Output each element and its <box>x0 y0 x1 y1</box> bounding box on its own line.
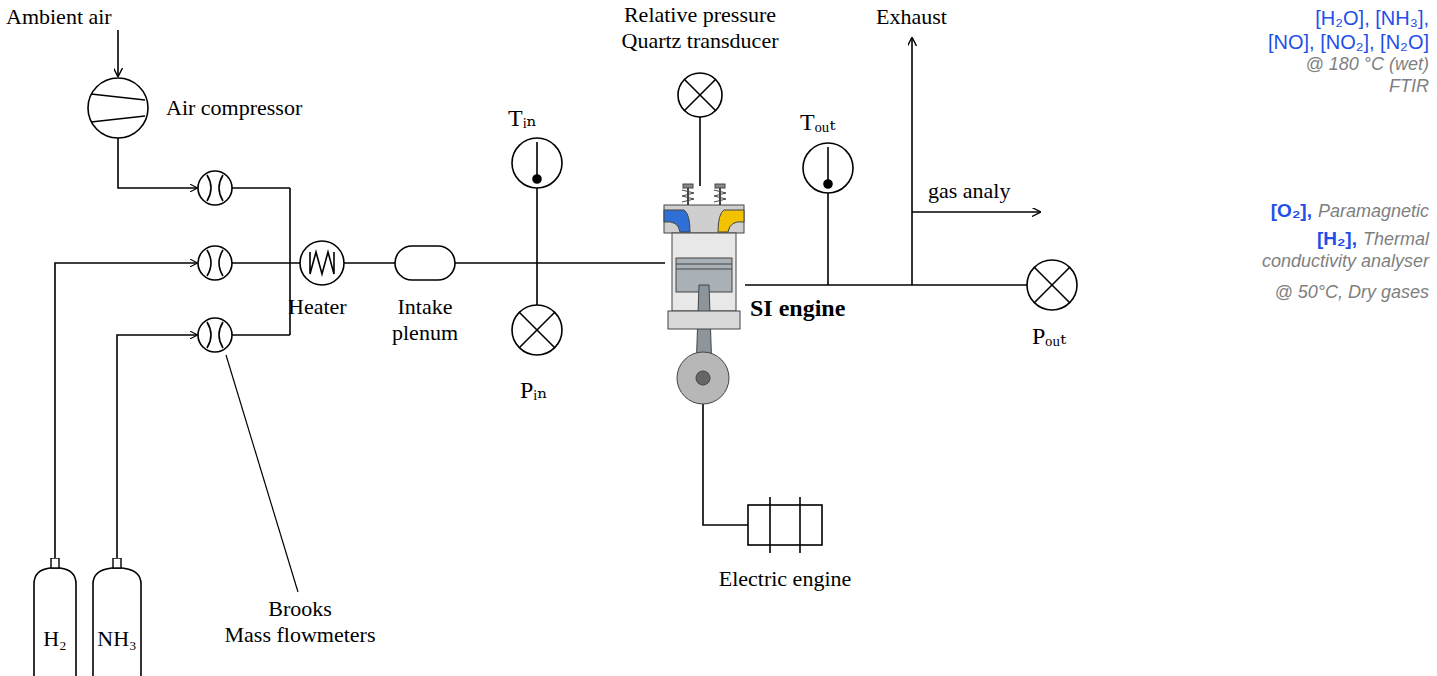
label-group: Ambient air <box>6 4 112 30</box>
label-group: gas analy <box>928 178 1010 204</box>
label-group: BrooksMass flowmeters <box>205 596 395 649</box>
label-group: [H₂O], [NH₃],[NO], [NO₂], [N₂O]@ 180 °C … <box>1109 6 1429 97</box>
label-group: Relative pressure Quartz transducer <box>593 2 807 55</box>
thermocouple-symbol <box>512 138 562 188</box>
label-group: @ 50°C, Dry gases <box>1169 282 1429 304</box>
mass-flowmeter <box>198 171 232 205</box>
label-group: Electric engine <box>690 566 880 592</box>
label-group: Exhaust <box>876 4 947 30</box>
exhaust-arrow <box>911 38 913 285</box>
component-label: Pᵢₙ <box>520 377 548 403</box>
exhaust-line <box>745 284 1027 286</box>
component-label: SI engine <box>750 295 845 321</box>
component-label: Tₒᵤₜ <box>800 109 835 135</box>
component-label: Paramagnetic <box>1318 201 1429 221</box>
component-label: Mass flowmeters <box>205 622 395 648</box>
leader-line <box>226 355 298 592</box>
label-group: SI engine <box>750 294 845 323</box>
label-group: [O₂], Paramagnetic <box>1169 200 1429 223</box>
cylinder-outline <box>33 558 77 676</box>
h2-line <box>55 263 197 558</box>
component-label: Intake plenum <box>392 294 458 345</box>
component-label: [O₂], <box>1271 200 1312 221</box>
label-group: Tᵢₙ <box>508 104 537 133</box>
component-label: [NO], [NO₂], [N₂O] <box>1109 30 1429 54</box>
component-label: @ 50°C, Dry gases <box>1274 282 1429 302</box>
mass-flowmeter <box>198 318 232 352</box>
label-group: Tₒᵤₜ <box>800 108 835 137</box>
label-group: Heater <box>288 294 347 320</box>
component-label: Relative pressure Quartz transducer <box>622 2 779 53</box>
nh3-line <box>117 335 197 558</box>
sampling-arrow <box>912 211 1040 213</box>
air-line <box>118 138 197 188</box>
label-group: [H₂],Thermal conductivity analyser <box>1239 228 1429 272</box>
component-label: Tᵢₙ <box>508 105 537 131</box>
cylinder-outline <box>92 558 142 676</box>
component-label: gas analy <box>928 178 1010 203</box>
gas-cylinder: H₂ <box>33 558 77 676</box>
cylinder-label: NH₃ <box>92 558 142 652</box>
label-group: Pₒᵤₜ <box>1032 322 1066 351</box>
cylinder-label: H₂ <box>33 558 77 652</box>
gas-cylinder: NH₃ <box>92 558 142 676</box>
electric-machine <box>748 505 822 545</box>
component-label: [H₂], <box>1317 228 1357 249</box>
intake-plenum <box>395 246 455 280</box>
thermocouple-symbol <box>803 143 853 193</box>
shaft-line <box>703 404 748 525</box>
component-label: Air compressor <box>166 95 302 120</box>
pressure-sensor <box>512 305 562 355</box>
intake-line <box>455 262 665 264</box>
component-label: FTIR <box>1109 76 1429 98</box>
compressor-symbol <box>88 78 148 138</box>
component-label: Ambient air <box>6 4 112 29</box>
heater-symbol <box>300 241 344 285</box>
component-label: Pₒᵤₜ <box>1032 323 1066 349</box>
component-label: Brooks <box>205 596 395 622</box>
pressure-transducer <box>678 73 722 117</box>
label-group: Air compressor <box>166 95 302 121</box>
component-label: [H₂O], [NH₃], <box>1109 6 1429 30</box>
engine-illustration <box>664 184 744 404</box>
component-label: Heater <box>288 294 347 319</box>
component-label: @ 180 °C (wet) <box>1109 54 1429 76</box>
mass-flowmeter <box>198 246 232 280</box>
label-group: Pᵢₙ <box>520 376 548 405</box>
component-label: Exhaust <box>876 4 947 29</box>
pressure-sensor <box>1027 260 1077 310</box>
component-label: Electric engine <box>719 566 852 591</box>
label-group: Intake plenum <box>377 294 473 347</box>
air-inlet-arrow <box>117 30 119 76</box>
